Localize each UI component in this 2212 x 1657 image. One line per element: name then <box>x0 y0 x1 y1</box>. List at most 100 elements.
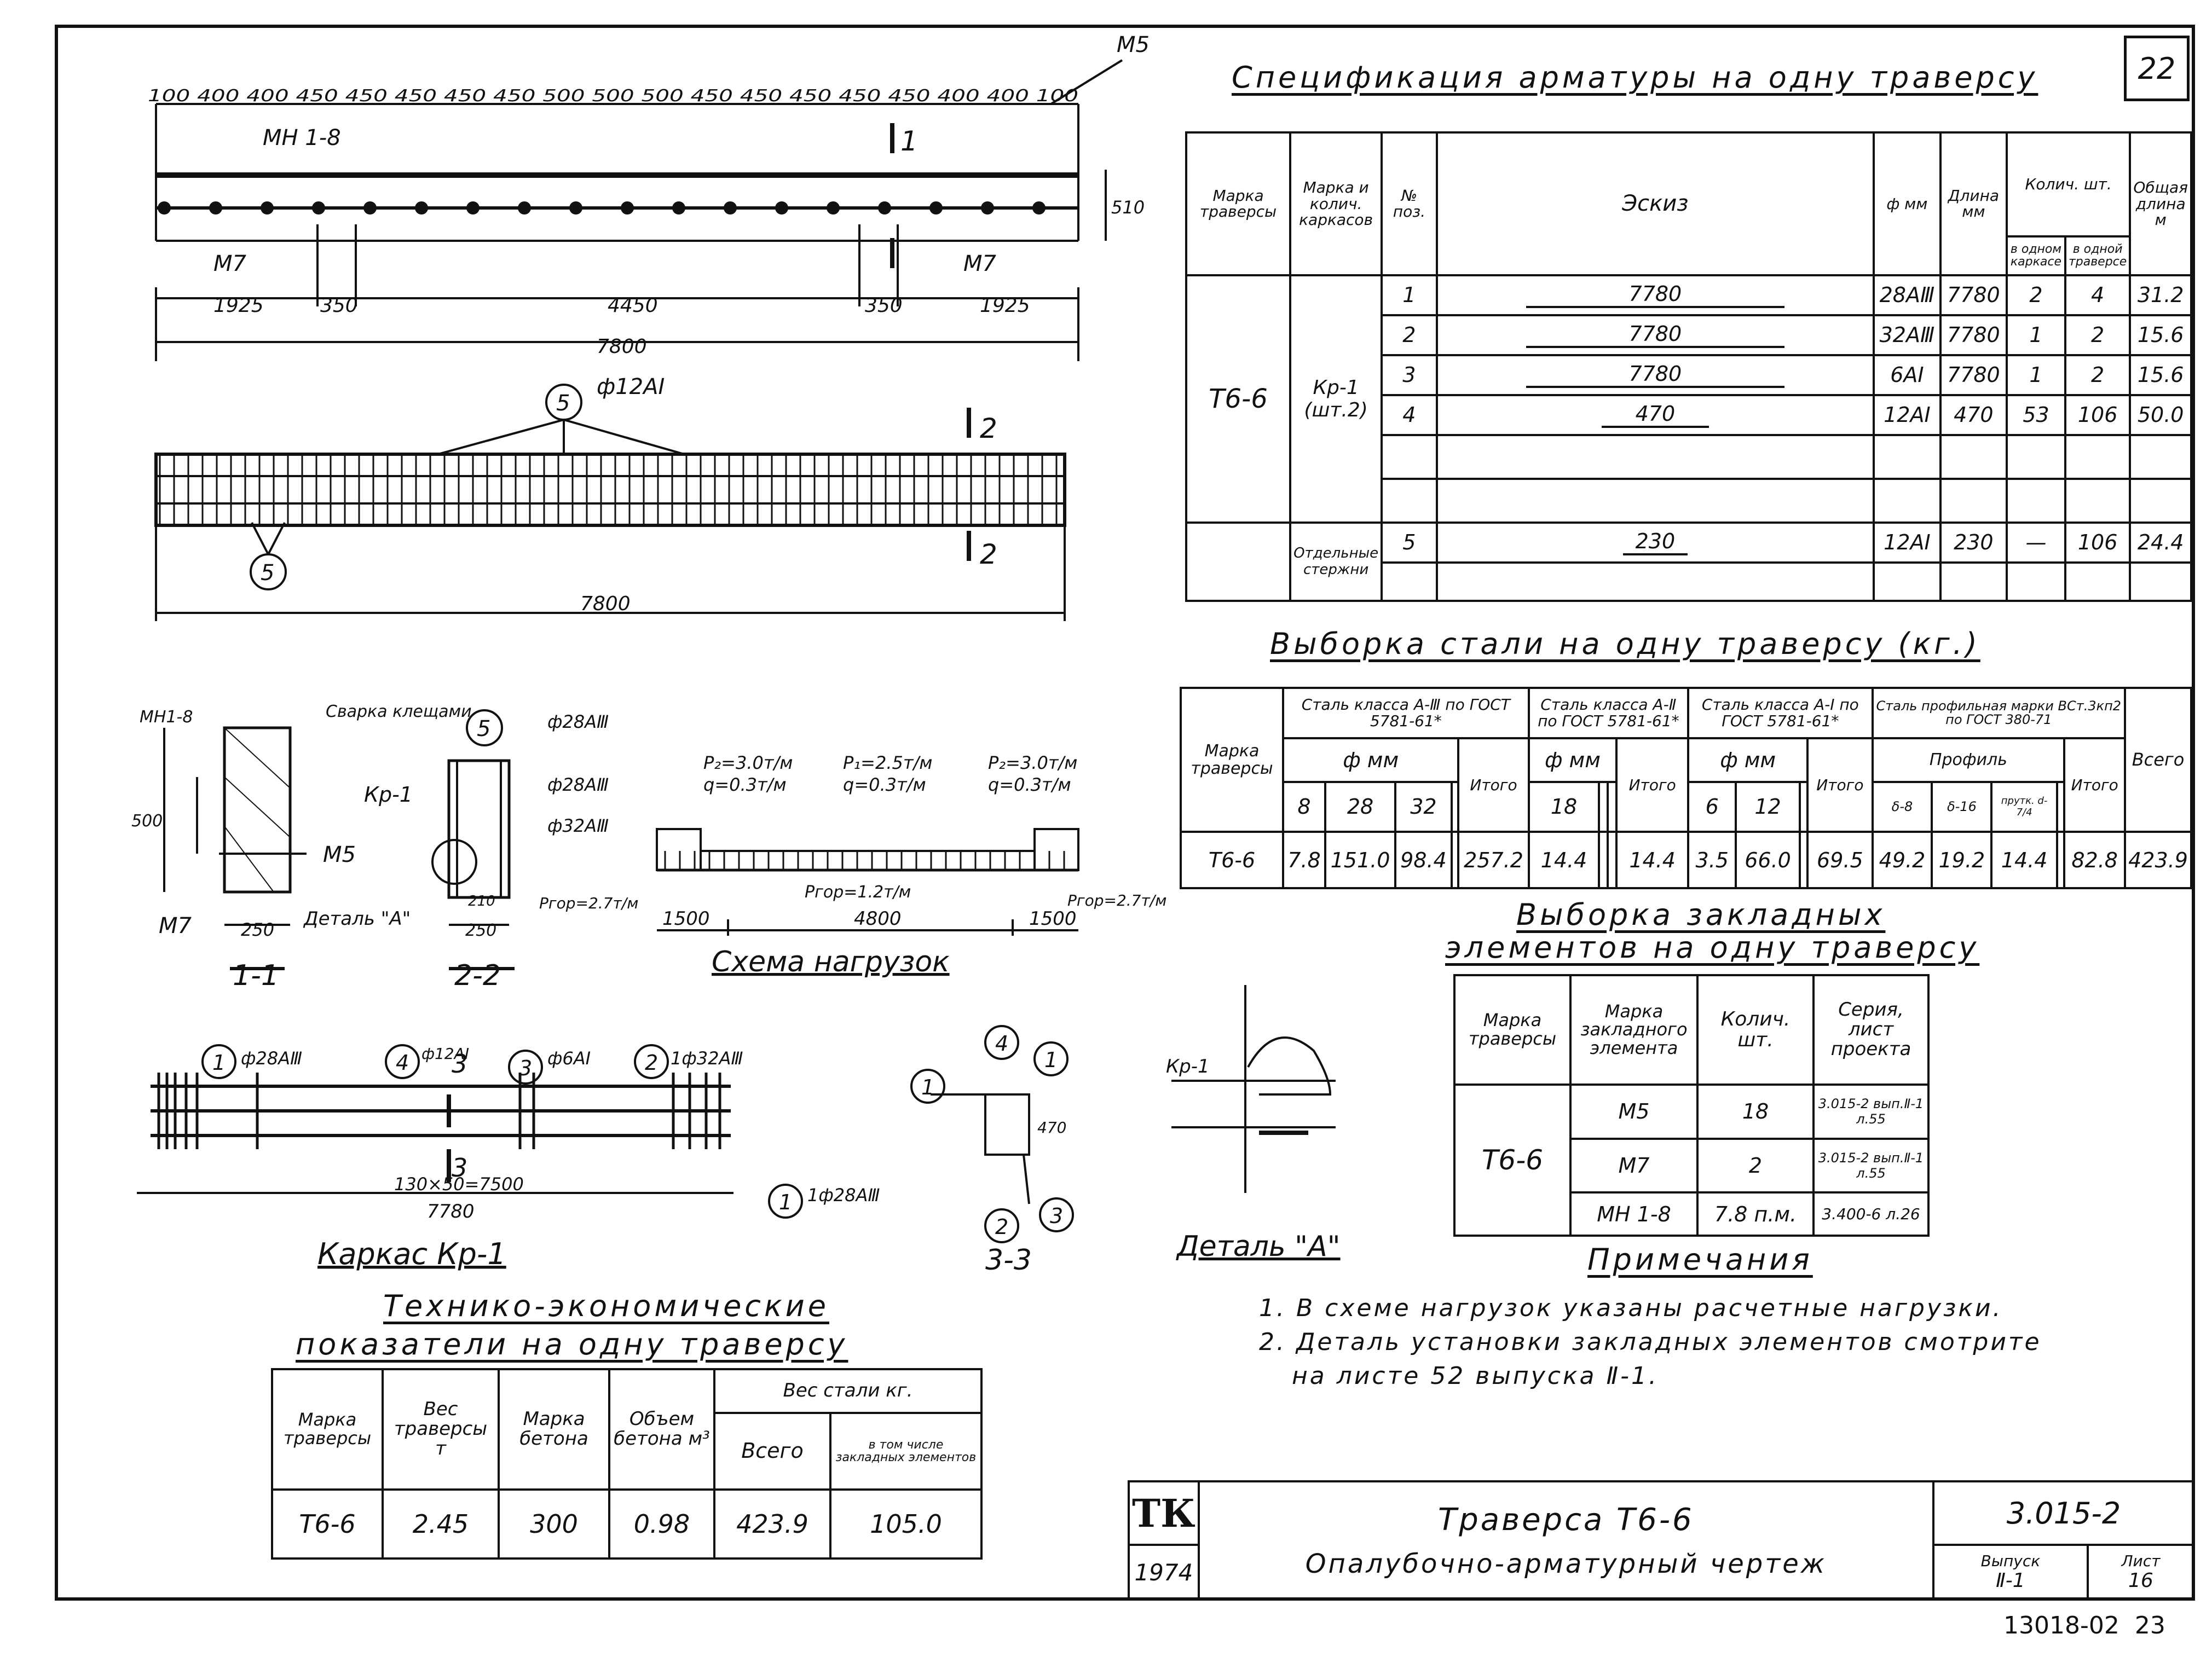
embedded-title-2: элементов на одну траверсу <box>1445 930 1980 965</box>
steel-itogo3: Итого <box>1806 737 1874 833</box>
steel-cell: 66.0 <box>1735 831 1801 889</box>
kr-n1: 1 <box>212 1051 226 1075</box>
rebar-dot <box>672 201 685 215</box>
steel-h-g1: Сталь класса А-Ⅲ по ГОСТ 5781-61* <box>1282 687 1530 739</box>
s22-w250: 250 <box>465 921 496 940</box>
steel-size: 12 <box>1735 780 1801 833</box>
dim-4450: 4450 <box>608 294 658 317</box>
steel-cell: 151.0 <box>1324 831 1397 889</box>
steel-size: 6 <box>1687 780 1737 833</box>
steel-cell: Т6-6 <box>1180 831 1284 889</box>
tech-cell: 105.0 <box>829 1488 983 1560</box>
tech-cell: Т6-6 <box>271 1488 384 1560</box>
spec-total: 15.6 <box>2129 314 2192 356</box>
load-d1: 1500 <box>662 908 710 930</box>
s22-d32: ф32АⅢ <box>547 815 609 836</box>
spec-sketch: 7780 <box>1435 314 1875 356</box>
emb-qty: 2 <box>1696 1137 1815 1194</box>
spec-h-pos: № поз. <box>1381 131 1438 276</box>
emb-h-qty: Колич. шт. <box>1696 974 1815 1086</box>
tech-h-vsego: Всего <box>713 1412 831 1491</box>
tech-cell: 0.98 <box>608 1488 715 1560</box>
rebar-dot <box>1032 201 1046 215</box>
emb-ser: 3.015-2 вып.Ⅱ-1 л.55 <box>1812 1084 1930 1140</box>
steel-itogo4: Итого <box>2063 737 2127 833</box>
spec-n2: 4 <box>2064 274 2132 316</box>
spec-sketch: 7780 <box>1435 274 1875 316</box>
load-p2-left: P₂=3.0т/м <box>703 752 793 773</box>
load-pgor-right: Pгор=2.7т/м <box>1067 891 1166 909</box>
kr-c4: ф12АI <box>421 1045 469 1063</box>
tech-table: Марка траверсы Вес траверсы т Марка бето… <box>271 1368 983 1560</box>
emb-marka: Т6-6 <box>1453 1084 1572 1237</box>
spec-n1: 1 <box>2006 314 2066 356</box>
load-title: Схема нагрузок <box>712 946 950 978</box>
spec-d: 32АⅢ <box>1873 314 1942 356</box>
spec-total: 50.0 <box>2129 393 2192 436</box>
load-d3: 1500 <box>1029 908 1077 930</box>
detail-title: Деталь "А" <box>1176 1230 1341 1263</box>
s33-title: 3-3 <box>985 1244 1032 1277</box>
spec-title: Спецификация арматуры на одну траверсу <box>1232 60 2038 95</box>
note-3: на листе 52 выпуска Ⅱ-1. <box>1292 1362 1659 1390</box>
load-d2: 4800 <box>854 908 902 930</box>
steel-cell: 14.4 <box>1615 831 1690 889</box>
spec-n1: 53 <box>2006 393 2066 436</box>
steel-cell: 19.2 <box>1931 831 1993 889</box>
steel-cell: 257.2 <box>1457 831 1530 889</box>
kr-sec3: 3 <box>452 1049 467 1079</box>
notes-title: Примечания <box>1587 1242 1813 1277</box>
s11-h500: 500 <box>131 812 163 831</box>
spec-d: 12АI <box>1873 393 1942 436</box>
s11-title: 1-1 <box>233 959 279 992</box>
tech-h-ves: Вес траверсы т <box>382 1368 500 1491</box>
s22-d28: ф28АⅢ <box>547 711 609 732</box>
spec-pos: 4 <box>1381 393 1438 436</box>
s22-title: 2-2 <box>454 959 501 992</box>
steel-cell <box>1450 831 1460 889</box>
s22-kr: Кр-1 <box>364 783 413 807</box>
note-2: 2. Деталь установки закладных элементов … <box>1259 1328 2042 1356</box>
spec-sketch: 7780 <box>1435 354 1875 396</box>
sec2-label-top: 2 <box>980 413 997 444</box>
rebar-dot <box>929 201 943 215</box>
pos5-label-top: 5 <box>556 391 570 416</box>
steel-phi2: ф мм <box>1527 737 1618 783</box>
steel-size: δ-16 <box>1931 780 1993 833</box>
spec-n1: — <box>2006 521 2066 564</box>
phi12-label: ф12АI <box>597 374 665 399</box>
emb-h-ser: Серия, лист проекта <box>1812 974 1930 1086</box>
steel-cell <box>1798 831 1809 889</box>
note-1: 1. В схеме нагрузок указаны расчетные на… <box>1259 1294 2003 1322</box>
steel-cell: 3.5 <box>1687 831 1737 889</box>
height-label: 510 <box>1111 197 1145 218</box>
spec-h-sketch: Эскиз <box>1435 131 1875 276</box>
rebar-dot <box>466 201 480 215</box>
rebar-dot <box>415 201 428 215</box>
steel-size-empty <box>1598 780 1609 833</box>
tb-line2: Опалубочно-арматурный чертеж <box>1305 1548 1827 1579</box>
tech-cell: 300 <box>498 1488 610 1560</box>
spec-total: 24.4 <box>2129 521 2192 564</box>
tech-h-vol: Объем бетона м³ <box>608 1368 715 1491</box>
s33-a: 1 <box>921 1075 934 1099</box>
section-2-2 <box>431 709 515 970</box>
s22-detail: Деталь "А" <box>303 908 411 930</box>
kr-total: 7780 <box>427 1201 475 1223</box>
steel-phi3: ф мм <box>1687 737 1809 783</box>
spec-h-total: Общая длина м <box>2129 131 2192 276</box>
spec-len: 7780 <box>1939 354 2008 396</box>
rebar-dot <box>775 201 788 215</box>
load-scheme <box>656 828 1079 936</box>
load-pgor-mid: Pгор=1.2т/м <box>805 883 911 902</box>
mn-label: МН 1-8 <box>263 125 341 150</box>
spec-h-d: ф мм <box>1873 131 1942 276</box>
m7-left: М7 <box>213 251 247 276</box>
rebar-dot <box>518 201 531 215</box>
kr-c1: ф28АⅢ <box>241 1048 302 1069</box>
title-block: ТК Траверса Т6-6 Опалубочно-арматурный ч… <box>1128 1480 2196 1601</box>
kr-dims: 130×50=7500 <box>394 1174 524 1195</box>
spec-d: 28АⅢ <box>1873 274 1942 316</box>
tb-title: Траверса Т6-6 Опалубочно-арматурный черт… <box>1197 1480 1934 1601</box>
s22-d28b: ф28АⅢ <box>547 774 609 795</box>
